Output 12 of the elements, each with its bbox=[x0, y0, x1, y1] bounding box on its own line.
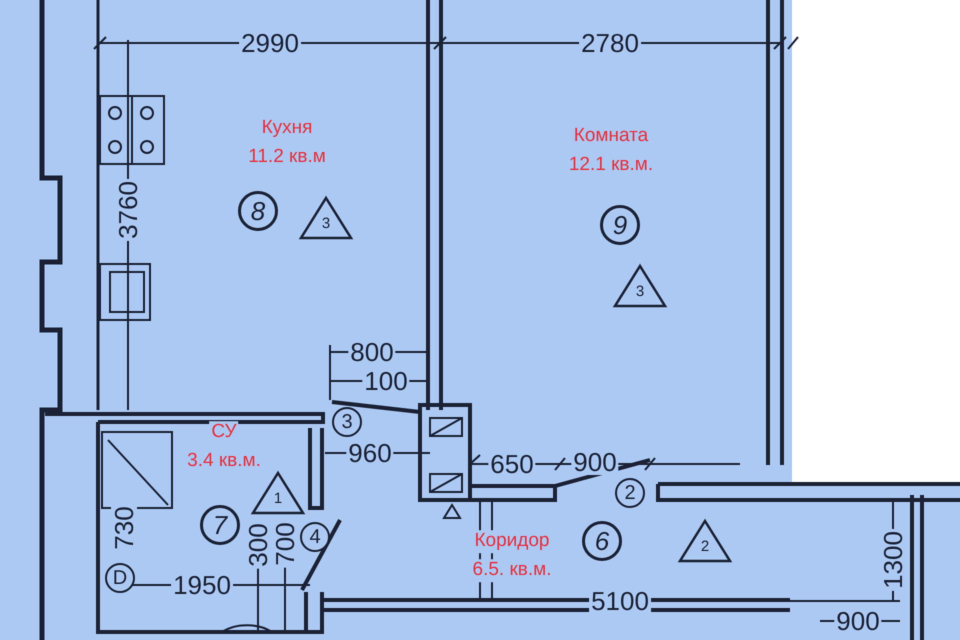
room-number: 7 bbox=[200, 505, 240, 545]
door-number: 2 bbox=[615, 478, 645, 508]
triangle-mark: 2 bbox=[677, 518, 733, 564]
triangle-mark: 3 bbox=[612, 263, 668, 309]
door-number: 3 bbox=[332, 407, 362, 437]
door-number: D bbox=[105, 563, 135, 593]
room-number: 8 bbox=[238, 191, 278, 231]
triangle-mark: 3 bbox=[298, 195, 354, 241]
room-number: 6 bbox=[582, 521, 622, 561]
room-number: 9 bbox=[600, 205, 640, 245]
triangle-mark: 1 bbox=[250, 470, 306, 516]
door-number: 4 bbox=[300, 522, 330, 552]
